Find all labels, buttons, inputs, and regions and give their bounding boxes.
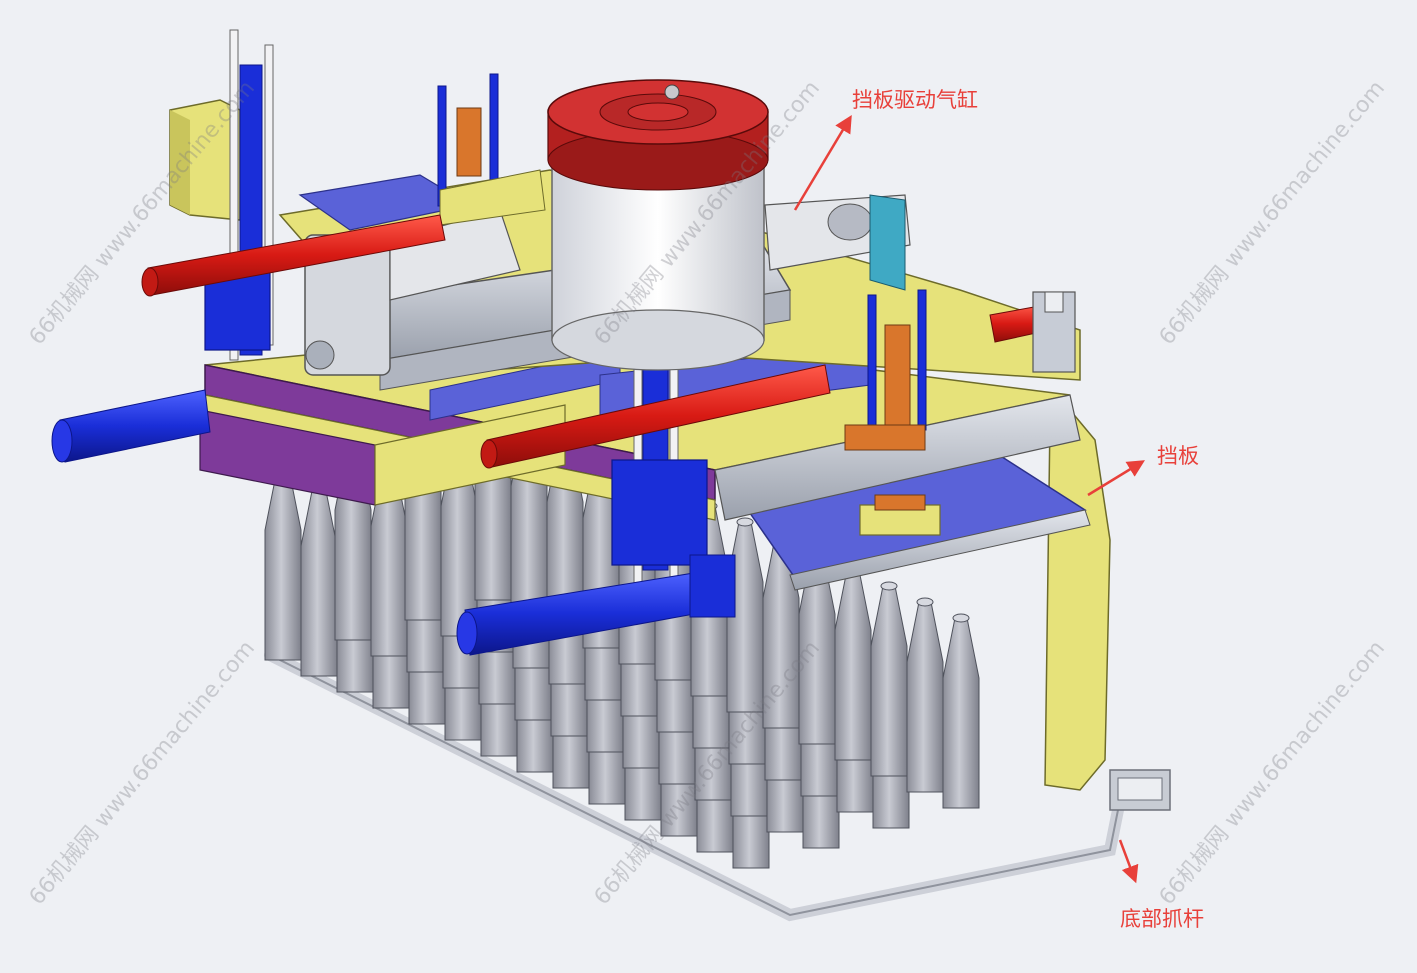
blue-slide-block — [611, 459, 708, 566]
baffle-drive-cylinder — [764, 194, 911, 291]
arrow-baffle — [1087, 460, 1145, 497]
bottle-cap — [952, 613, 970, 623]
label-baffle-drive-cylinder: 挡板驱动气缸 — [852, 88, 978, 112]
label-bottom-grip-bar: 底部抓杆 — [1120, 907, 1204, 931]
bottle — [264, 469, 302, 661]
arrow-grip-bar — [1118, 839, 1139, 884]
bottom-grip-bar — [264, 649, 1171, 922]
bottle — [834, 569, 872, 761]
bottle — [906, 601, 944, 793]
bottle-cap — [916, 597, 934, 607]
buffer-post — [456, 107, 482, 177]
blue-cylinders — [51, 389, 736, 656]
bottle — [300, 485, 338, 677]
bottle — [870, 585, 908, 777]
rotary-cylinder — [547, 79, 769, 371]
side-frame — [1044, 409, 1111, 791]
bottle-cap — [736, 517, 754, 527]
arrow-cylinder — [793, 114, 852, 211]
bottle-cap — [880, 581, 898, 591]
guide-rail — [714, 394, 1081, 521]
bottle — [942, 617, 980, 809]
annotation-arrows — [793, 114, 1145, 884]
label-baffle: 挡板 — [1157, 444, 1199, 468]
stop-post — [1032, 291, 1076, 373]
